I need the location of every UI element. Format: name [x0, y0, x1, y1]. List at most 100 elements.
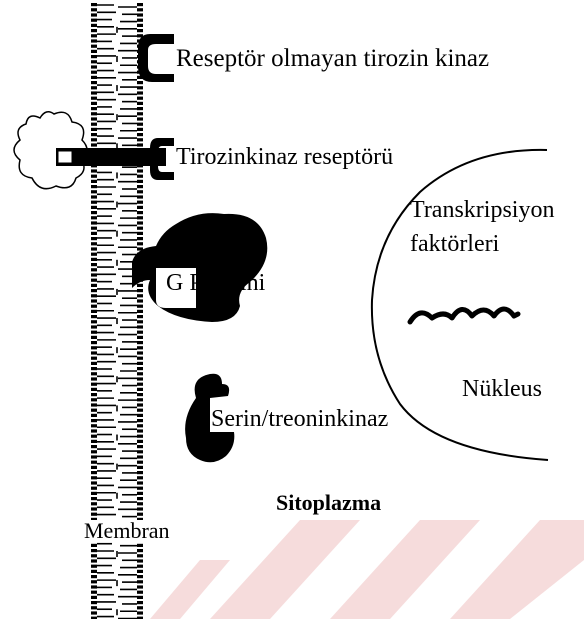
lipid-head — [91, 232, 97, 235]
label-nucleus: Nükleus — [462, 377, 542, 401]
lipid-head — [91, 549, 97, 552]
lipid-head — [91, 91, 97, 94]
lipid-head — [137, 606, 143, 609]
lipid-head — [91, 221, 97, 224]
lipid-head — [137, 175, 143, 178]
lipid-head — [91, 180, 97, 183]
lipid-head — [137, 91, 143, 94]
lipid-head — [91, 253, 97, 256]
lipid-head — [137, 123, 143, 126]
lipid-head — [137, 580, 143, 583]
lipid-head — [91, 195, 97, 198]
lipid-head — [137, 185, 143, 188]
lipid-head — [137, 559, 143, 562]
lipid-head — [137, 549, 143, 552]
lipid-head — [91, 611, 97, 614]
lipid-head — [137, 497, 143, 500]
lipid-head — [91, 393, 97, 396]
lipid-head — [137, 435, 143, 438]
lipid-head — [137, 383, 143, 386]
lipid-head — [91, 414, 97, 417]
lipid-head — [91, 81, 97, 84]
lipid-head — [137, 97, 143, 100]
lipid-head — [91, 227, 97, 230]
lipid-head — [91, 403, 97, 406]
lipid-head — [137, 471, 143, 474]
lipid-head — [91, 367, 97, 370]
lipid-head — [137, 455, 143, 458]
lipid-head — [91, 299, 97, 302]
lipid-head — [137, 513, 143, 516]
lipid-head — [137, 357, 143, 360]
lipid-head — [137, 227, 143, 230]
lipid-head — [137, 398, 143, 401]
lipid-head — [91, 450, 97, 453]
lipid-head — [91, 263, 97, 266]
lipid-head — [91, 237, 97, 240]
lipid-head — [91, 294, 97, 297]
lipid-head — [137, 393, 143, 396]
lipid-head — [137, 591, 143, 594]
lipid-head — [91, 8, 97, 11]
lipid-head — [91, 305, 97, 308]
lipid-head — [91, 471, 97, 474]
lipid-head — [137, 232, 143, 235]
lipid-head — [91, 398, 97, 401]
lipid-head — [91, 279, 97, 282]
lipid-head — [137, 544, 143, 547]
lipid-head — [91, 580, 97, 583]
lipid-head — [91, 71, 97, 74]
lipid-head — [137, 601, 143, 604]
lipid-head — [137, 221, 143, 224]
label-serine-threonine-kinase: Serin/treoninkinaz — [211, 407, 388, 431]
lipid-head — [91, 341, 97, 344]
lipid-head — [91, 502, 97, 505]
lipid-head — [137, 180, 143, 183]
lipid-head — [91, 3, 97, 6]
lipid-head — [91, 372, 97, 375]
lipid-head — [137, 206, 143, 209]
lipid-head — [91, 513, 97, 516]
label-transcription-factors-line1: Transkripsiyon — [410, 198, 554, 222]
lipid-head — [91, 76, 97, 79]
lipid-head — [137, 310, 143, 313]
lipid-head — [137, 445, 143, 448]
lipid-head — [137, 362, 143, 365]
g-protein-shape — [132, 213, 267, 322]
lipid-head — [91, 544, 97, 547]
lipid-head — [91, 497, 97, 500]
lipid-head — [137, 336, 143, 339]
lipid-head — [91, 190, 97, 193]
lipid-head — [91, 346, 97, 349]
label-transcription-factors-line2: faktörleri — [410, 232, 499, 256]
lipid-head — [91, 24, 97, 27]
lipid-head — [137, 414, 143, 417]
lipid-head — [137, 492, 143, 495]
lipid-head — [91, 320, 97, 323]
lipid-head — [91, 55, 97, 58]
lipid-head — [91, 325, 97, 328]
lipid-head — [137, 143, 143, 146]
lipid-head — [91, 216, 97, 219]
lipid-head — [91, 45, 97, 48]
dna-squiggle-icon — [410, 309, 518, 322]
lipid-head — [91, 331, 97, 334]
lipid-head — [91, 117, 97, 120]
lipid-head — [91, 466, 97, 469]
lipid-head — [91, 357, 97, 360]
lipid-head — [91, 102, 97, 105]
lipid-head — [137, 102, 143, 105]
lipid-head — [137, 325, 143, 328]
lipid-head — [91, 388, 97, 391]
lipid-head — [137, 190, 143, 193]
lipid-head — [91, 596, 97, 599]
lipid-head — [137, 377, 143, 380]
lipid-head — [137, 570, 143, 573]
lipid-head — [91, 107, 97, 110]
lipid-head — [91, 284, 97, 287]
lipid-head — [137, 507, 143, 510]
lipid-head — [91, 65, 97, 68]
label-membrane: Membran — [84, 520, 170, 542]
lipid-head — [137, 372, 143, 375]
lipid-head — [137, 237, 143, 240]
